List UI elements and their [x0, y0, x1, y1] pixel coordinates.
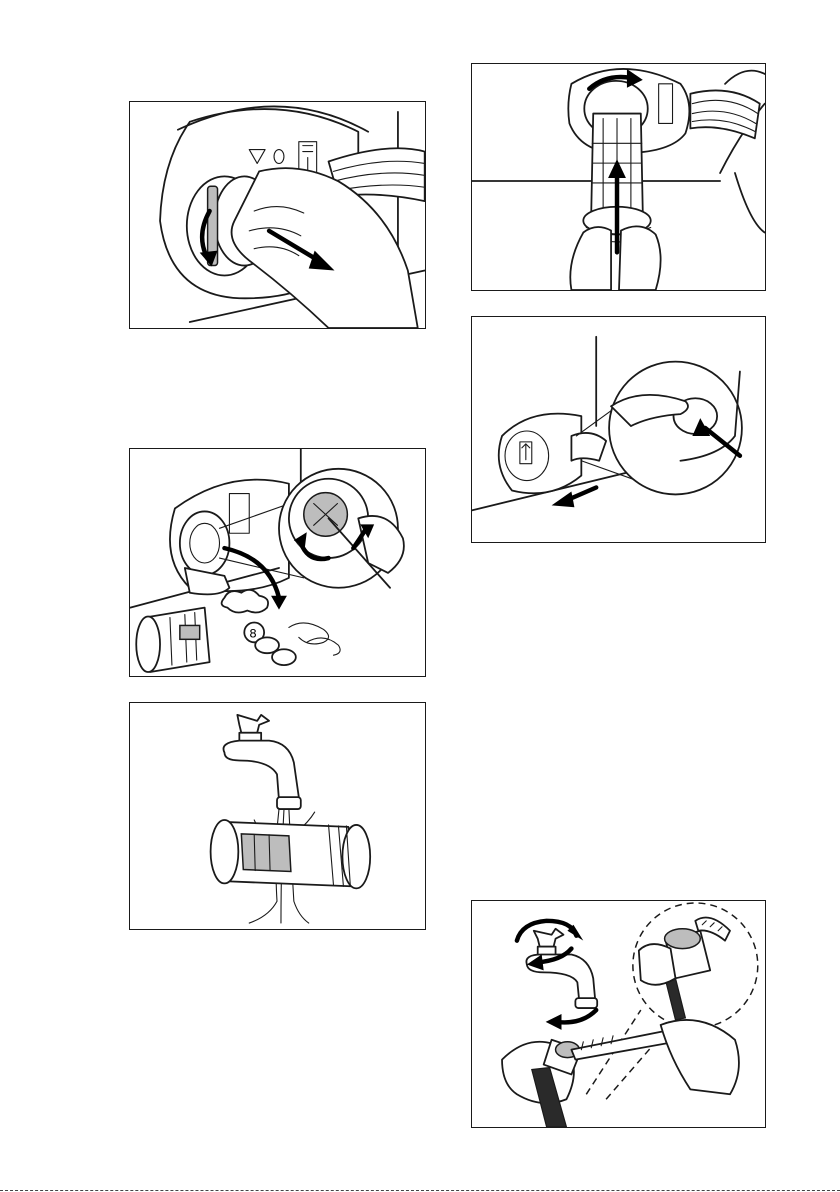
svg-text:8: 8 [249, 626, 257, 640]
illustration-unscrew-filter [129, 101, 426, 329]
filter-unscrew-icon [130, 102, 425, 328]
insert-filter-icon [472, 64, 765, 290]
illustration-rinse-filter [129, 702, 426, 930]
close-flap-icon [472, 317, 765, 542]
illustration-clean-inlet-filter [471, 900, 766, 1128]
illustration-insert-filter [471, 63, 766, 291]
remove-foreign-objects-icon: 8 [130, 449, 425, 676]
illustration-remove-objects: 8 [129, 448, 426, 677]
illustration-close-flap [471, 316, 766, 543]
page-bottom-rule [0, 1190, 840, 1191]
clean-inlet-hose-filter-icon [472, 901, 765, 1127]
rinse-filter-icon [130, 703, 425, 929]
